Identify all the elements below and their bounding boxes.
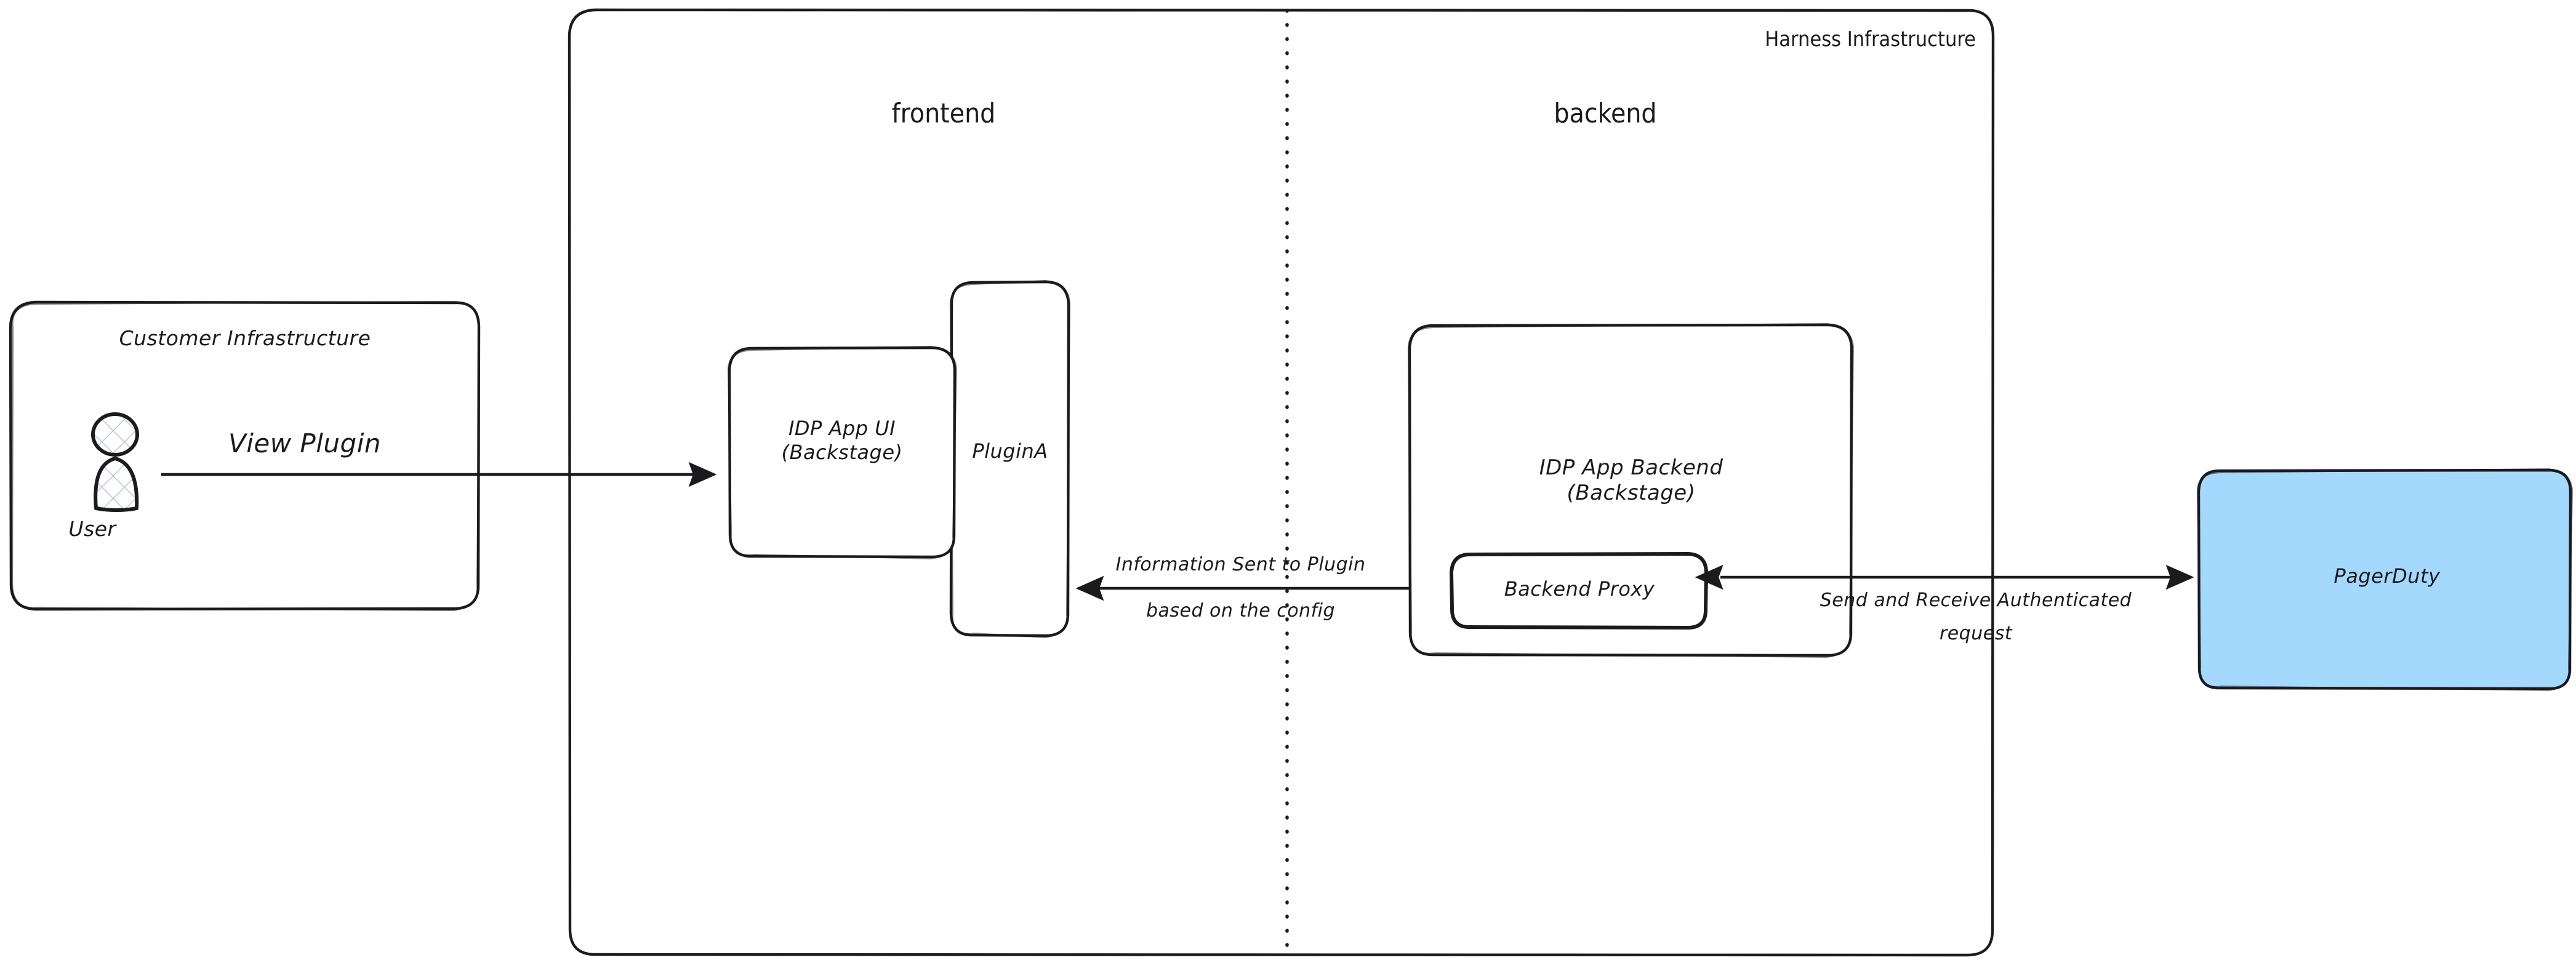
pagerduty-box <box>2196 468 2574 692</box>
harness-infrastructure-box <box>568 8 1995 957</box>
idp-app-ui-box <box>727 345 958 560</box>
customer-infrastructure-box <box>9 300 481 612</box>
plugin-a-box <box>949 279 1071 639</box>
backend-proxy-box <box>1450 552 1708 630</box>
user-actor-icon <box>91 412 139 512</box>
